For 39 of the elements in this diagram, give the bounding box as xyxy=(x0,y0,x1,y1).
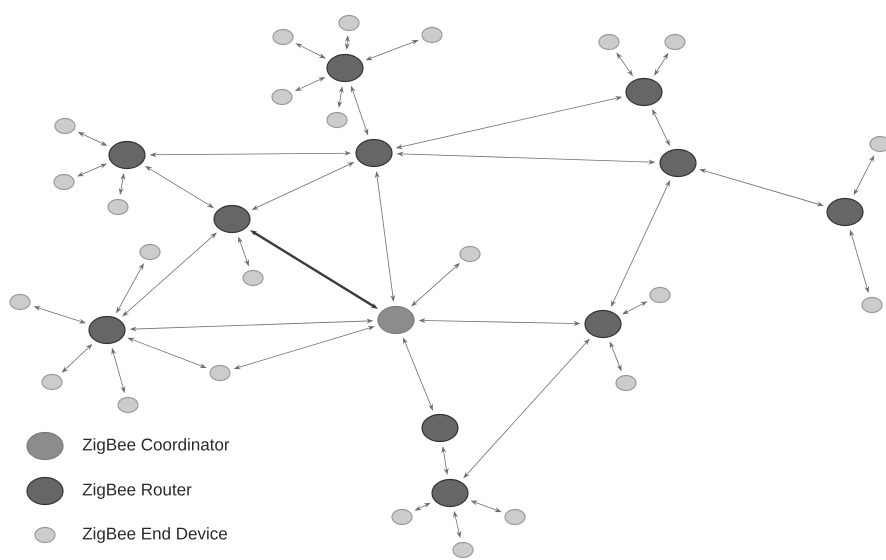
router-node xyxy=(88,316,126,344)
end-device-node xyxy=(9,294,31,310)
legend-label: ZigBee Router xyxy=(82,483,192,499)
router-node xyxy=(826,198,864,226)
router-node xyxy=(421,414,459,442)
end-device-node xyxy=(338,14,360,32)
router-node xyxy=(584,310,622,338)
end-device-node xyxy=(242,270,264,286)
router-node xyxy=(355,138,393,168)
end-device-node xyxy=(598,34,620,50)
router-node xyxy=(431,478,469,508)
end-device-node xyxy=(869,136,886,152)
router-node xyxy=(108,140,146,170)
router-node xyxy=(659,148,697,178)
end-device-node xyxy=(53,174,75,190)
legend-label: ZigBee Coordinator xyxy=(82,438,230,454)
end-device-node xyxy=(459,246,481,262)
end-device-node xyxy=(391,508,413,526)
end-device-node xyxy=(615,374,637,392)
end-device-node xyxy=(117,396,139,414)
router-node xyxy=(326,54,364,82)
router-node xyxy=(625,78,663,106)
end-device-node xyxy=(209,364,231,382)
end-device-node xyxy=(54,118,76,134)
end-device-node xyxy=(452,542,474,558)
router-node xyxy=(213,204,251,234)
end-device-node xyxy=(664,34,686,50)
end-device-node xyxy=(504,508,526,526)
end-device-node xyxy=(41,374,63,390)
end-device-node xyxy=(271,88,293,106)
end-device-node xyxy=(421,26,443,44)
end-device-node xyxy=(139,244,161,260)
end-device-node xyxy=(272,28,294,46)
coordinator-node xyxy=(377,306,415,334)
end-device-node xyxy=(649,286,671,304)
end-device-node xyxy=(107,198,129,216)
end-device-node xyxy=(326,112,348,128)
end-device-node xyxy=(861,296,883,314)
legend-label: ZigBee End Device xyxy=(82,527,227,543)
